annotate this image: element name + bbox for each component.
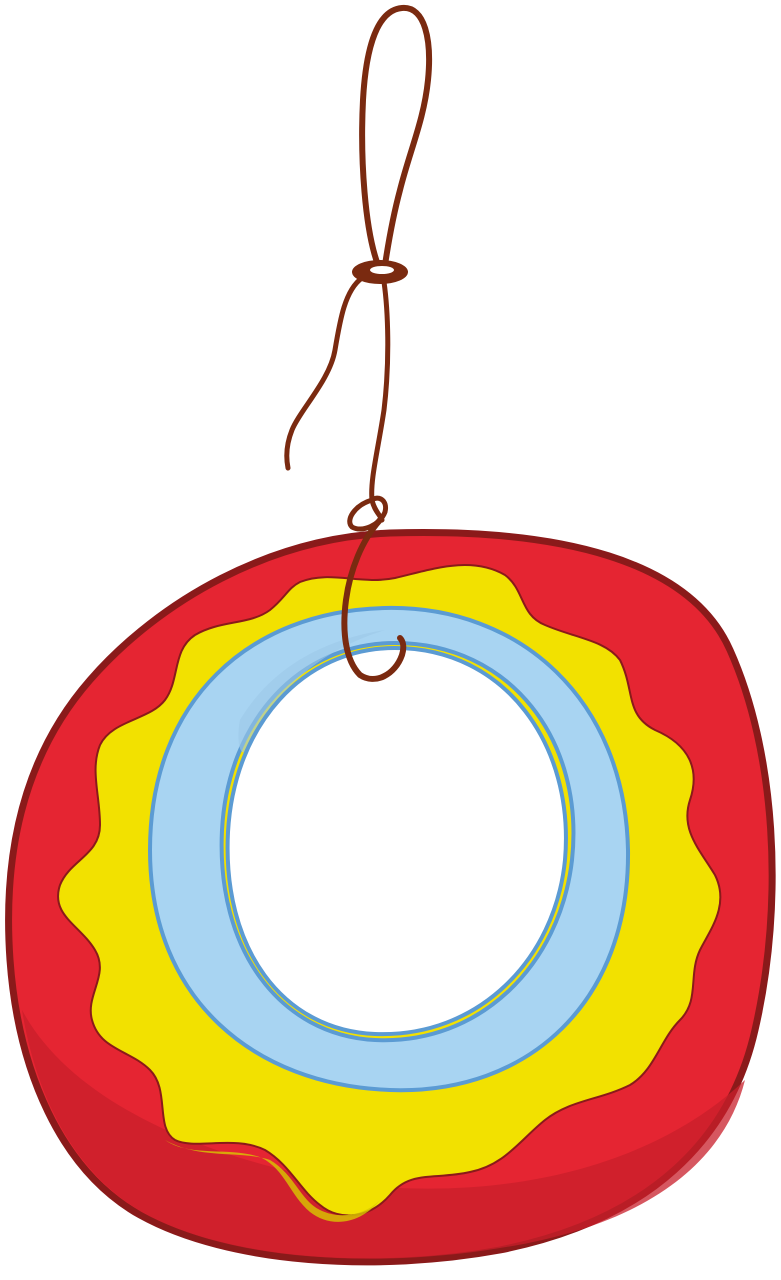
yellow-shadow [165,1140,380,1222]
string-through-hole [341,517,407,682]
inner-blue-highlight [238,630,385,753]
hanging-ring-ornament-icon [5,529,776,1266]
hanging-string-icon [284,5,433,523]
string-strand [369,279,391,523]
ornament-hole [225,645,568,1037]
ring-red-shadow [22,1010,745,1259]
string-knot-icon [341,260,408,682]
upper-knot-hole [370,266,394,274]
string-loop [359,5,433,268]
small-knot-loop [347,495,389,532]
string-tail-left [284,275,365,471]
